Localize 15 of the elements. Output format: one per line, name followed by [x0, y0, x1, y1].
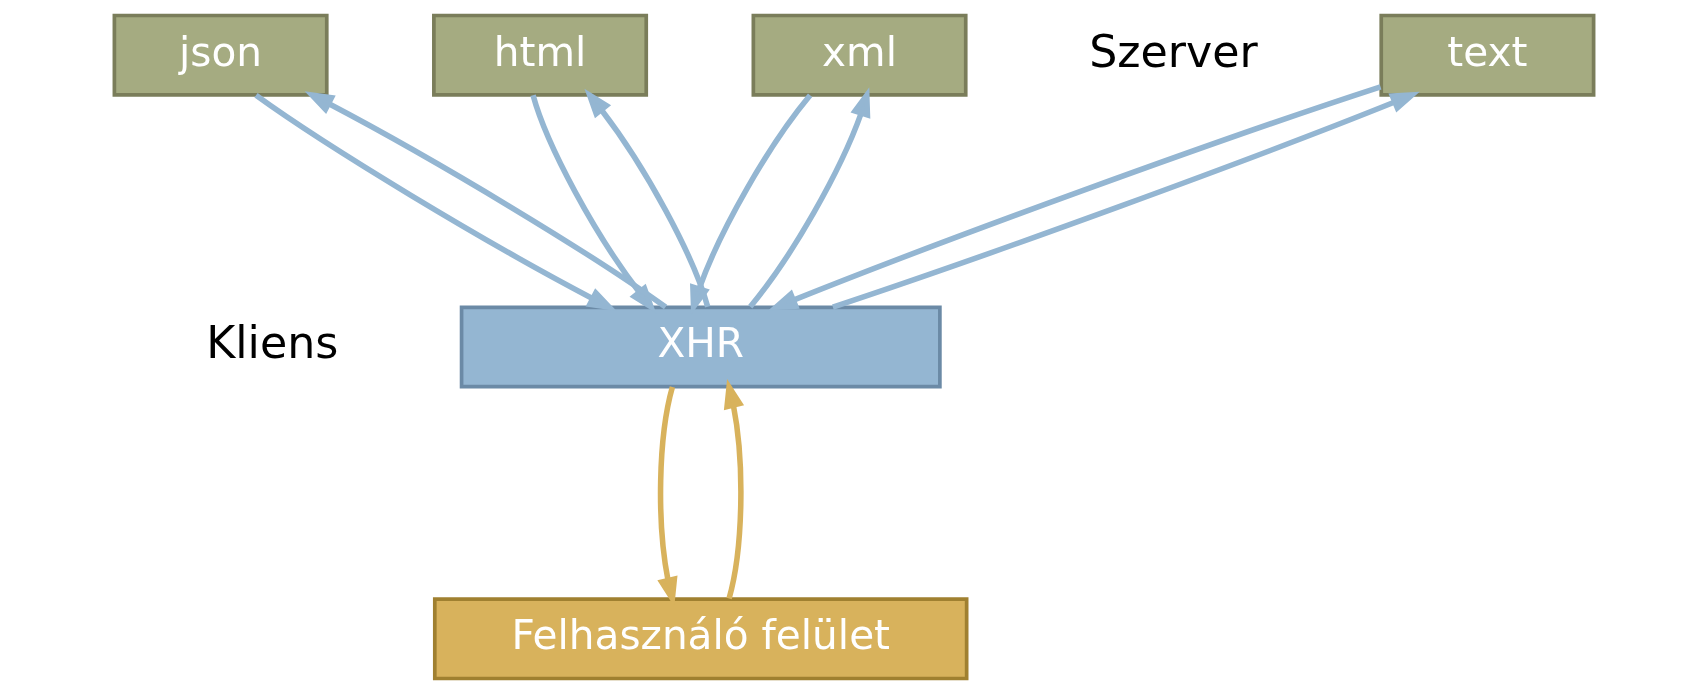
- arrow: [304, 91, 668, 310]
- arrow: [832, 91, 1420, 310]
- arrow: [254, 93, 617, 312]
- node-box: Felhasználó felület: [432, 597, 969, 681]
- label: Szerver: [1089, 25, 1258, 77]
- node-box: xml: [751, 13, 968, 97]
- arrow: [584, 88, 711, 308]
- label: Kliens: [206, 317, 339, 369]
- arrow: [723, 378, 745, 600]
- node-box: text: [1379, 13, 1596, 97]
- node-box: json: [112, 13, 329, 97]
- node-box: XHR: [459, 305, 942, 389]
- arrow: [748, 87, 871, 309]
- node-box: html: [432, 13, 649, 97]
- arrow: [768, 84, 1382, 311]
